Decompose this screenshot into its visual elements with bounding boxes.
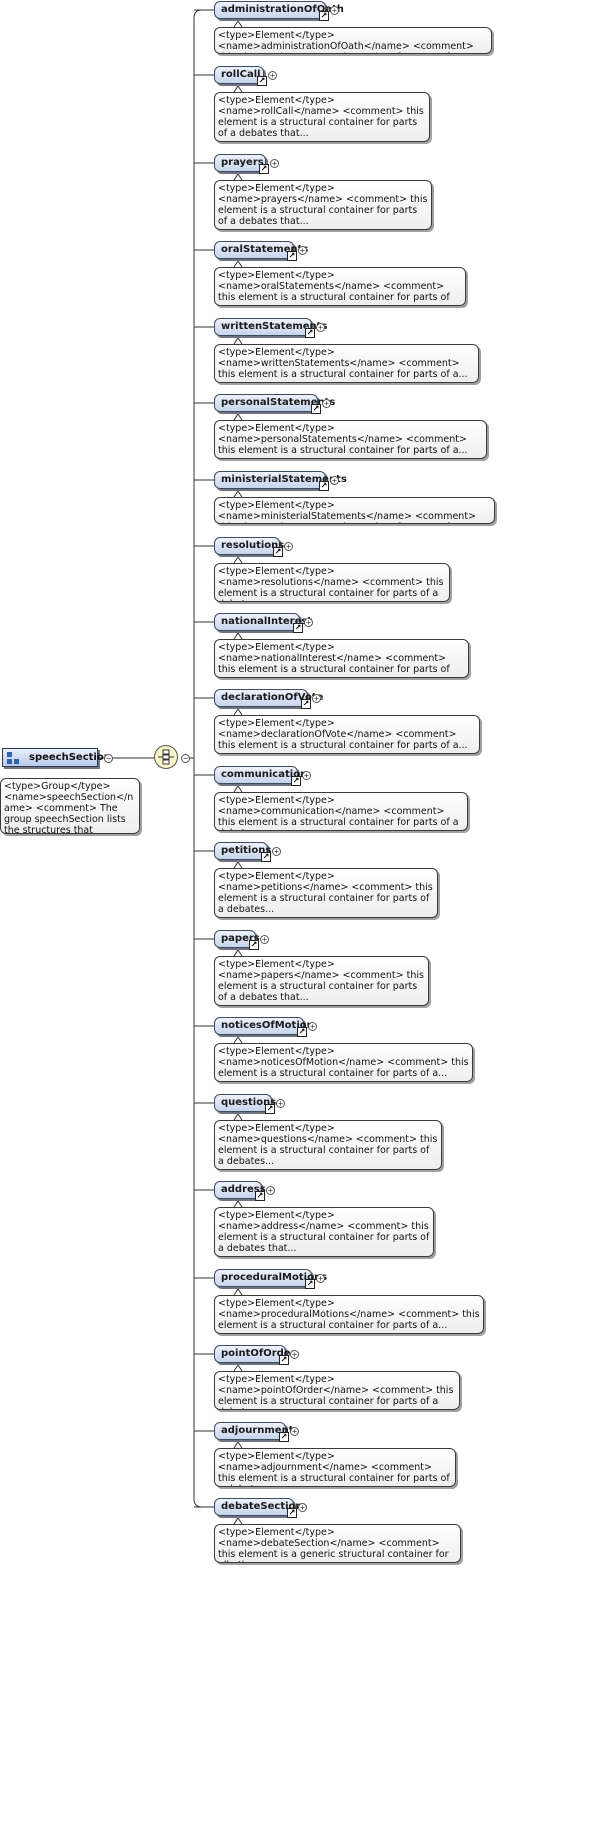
element-comment-box: <type>Element</type> <name>oralStatement… <box>214 267 466 306</box>
element-node-communication[interactable]: communication <box>214 766 307 784</box>
compositor-collapse-icon[interactable]: − <box>181 754 190 763</box>
element-comment-box: <type>Element</type> <name>questions</na… <box>214 1120 442 1170</box>
expand-icon[interactable]: + <box>316 323 325 332</box>
root-group-speechSection[interactable]: speechSection <box>2 748 111 767</box>
sequence-compositor-icon <box>158 749 174 765</box>
reference-link-icon[interactable]: ↗ <box>287 1508 297 1518</box>
element-node-personalStatements[interactable]: personalStatements <box>214 394 335 412</box>
reference-link-icon[interactable]: ↗ <box>305 1279 315 1289</box>
element-node-questions[interactable]: questions <box>214 1094 276 1112</box>
root-collapse-icon[interactable]: − <box>104 754 113 763</box>
reference-link-icon[interactable]: ↗ <box>301 699 311 709</box>
element-node-petitions[interactable]: petitions <box>214 842 271 860</box>
reference-link-icon[interactable]: ↗ <box>259 164 269 174</box>
sequence-compositor[interactable] <box>154 745 178 769</box>
element-comment-box: <type>Element</type> <name>writtenStatem… <box>214 344 479 383</box>
expand-icon[interactable]: + <box>272 847 281 856</box>
expand-icon[interactable]: + <box>304 618 313 627</box>
expand-icon[interactable]: + <box>308 1022 317 1031</box>
element-comment-box: <type>Element</type> <name>debateSection… <box>214 1524 461 1563</box>
element-node-proceduralMotions[interactable]: proceduralMotions <box>214 1269 327 1287</box>
element-comment-box: <type>Element</type> <name>ministerialSt… <box>214 497 495 524</box>
reference-link-icon[interactable]: ↗ <box>279 1355 289 1365</box>
expand-icon[interactable]: + <box>266 1186 275 1195</box>
expand-icon[interactable]: + <box>260 935 269 944</box>
element-comment-box: <type>Element</type> <name>declarationOf… <box>214 715 480 754</box>
element-node-nationalInterest[interactable]: nationalInterest <box>214 613 312 631</box>
expand-icon[interactable]: + <box>312 694 321 703</box>
element-comment-box: <type>Element</type> <name>papers</name>… <box>214 956 429 1006</box>
reference-link-icon[interactable]: ↗ <box>287 251 297 261</box>
element-comment-box: <type>Element</type> <name>communication… <box>214 792 468 831</box>
element-node-noticesOfMotion[interactable]: noticesOfMotion <box>214 1017 314 1035</box>
expand-icon[interactable]: + <box>268 71 277 80</box>
element-node-writtenStatements[interactable]: writtenStatements <box>214 318 327 336</box>
element-comment-box: <type>Element</type> <name>administratio… <box>214 27 492 54</box>
element-comment-box: <type>Element</type> <name>prayers</name… <box>214 180 432 230</box>
reference-link-icon[interactable]: ↗ <box>261 852 271 862</box>
element-node-resolutions[interactable]: resolutions <box>214 537 284 555</box>
expand-icon[interactable]: + <box>284 542 293 551</box>
element-comment-box: <type>Element</type> <name>adjournment</… <box>214 1448 456 1487</box>
element-node-papers[interactable]: papers <box>214 930 260 948</box>
expand-icon[interactable]: + <box>330 6 339 15</box>
element-comment-box: <type>Element</type> <name>address</name… <box>214 1207 434 1257</box>
element-node-adjournment[interactable]: adjournment <box>214 1422 293 1440</box>
reference-link-icon[interactable]: ↗ <box>305 328 315 338</box>
group-icon <box>7 752 19 764</box>
reference-link-icon[interactable]: ↗ <box>319 481 329 491</box>
reference-link-icon[interactable]: ↗ <box>255 1191 265 1201</box>
expand-icon[interactable]: + <box>298 1503 307 1512</box>
element-comment-box: <type>Element</type> <name>personalState… <box>214 420 487 459</box>
reference-link-icon[interactable]: ↗ <box>297 1027 307 1037</box>
reference-link-icon[interactable]: ↗ <box>291 776 301 786</box>
reference-link-icon[interactable]: ↗ <box>279 1432 289 1442</box>
element-comment-box: <type>Element</type> <name>rollCall</nam… <box>214 92 430 142</box>
element-node-ministerialStatements[interactable]: ministerialStatements <box>214 471 347 489</box>
element-comment-box: <type>Element</type> <name>pointOfOrder<… <box>214 1371 460 1410</box>
reference-link-icon[interactable]: ↗ <box>265 1104 275 1114</box>
expand-icon[interactable]: + <box>322 399 331 408</box>
expand-icon[interactable]: + <box>298 246 307 255</box>
root-label: speechSection <box>29 752 111 763</box>
root-comment-box: <type>Group</type> <name>speechSection</… <box>0 778 140 834</box>
expand-icon[interactable]: + <box>290 1427 299 1436</box>
expand-icon[interactable]: + <box>290 1350 299 1359</box>
element-comment-box: <type>Element</type> <name>petitions</na… <box>214 868 438 918</box>
element-comment-box: <type>Element</type> <name>resolutions</… <box>214 563 450 602</box>
element-node-address[interactable]: address <box>214 1181 266 1199</box>
expand-icon[interactable]: + <box>270 159 279 168</box>
expand-icon[interactable]: + <box>316 1274 325 1283</box>
element-node-administrationOfOath[interactable]: administrationOfOath <box>214 1 344 19</box>
element-node-declarationOfVote[interactable]: declarationOfVote <box>214 689 323 707</box>
reference-link-icon[interactable]: ↗ <box>249 940 259 950</box>
reference-link-icon[interactable]: ↗ <box>293 623 303 633</box>
element-comment-box: <type>Element</type> <name>proceduralMot… <box>214 1295 484 1334</box>
expand-icon[interactable]: + <box>330 476 339 485</box>
element-node-oralStatements[interactable]: oralStatements <box>214 241 308 259</box>
element-comment-box: <type>Element</type> <name>noticesOfMoti… <box>214 1043 473 1082</box>
reference-link-icon[interactable]: ↗ <box>319 11 329 21</box>
element-node-prayers[interactable]: prayers <box>214 154 266 172</box>
expand-icon[interactable]: + <box>302 771 311 780</box>
expand-icon[interactable]: + <box>276 1099 285 1108</box>
reference-link-icon[interactable]: ↗ <box>273 547 283 557</box>
reference-link-icon[interactable]: ↗ <box>257 76 267 86</box>
element-node-debateSection[interactable]: debateSection <box>214 1498 303 1516</box>
reference-link-icon[interactable]: ↗ <box>311 404 321 414</box>
element-node-rollCall[interactable]: rollCall <box>214 66 264 84</box>
element-comment-box: <type>Element</type> <name>nationalInter… <box>214 639 469 678</box>
element-node-pointOfOrder[interactable]: pointOfOrder <box>214 1345 296 1363</box>
